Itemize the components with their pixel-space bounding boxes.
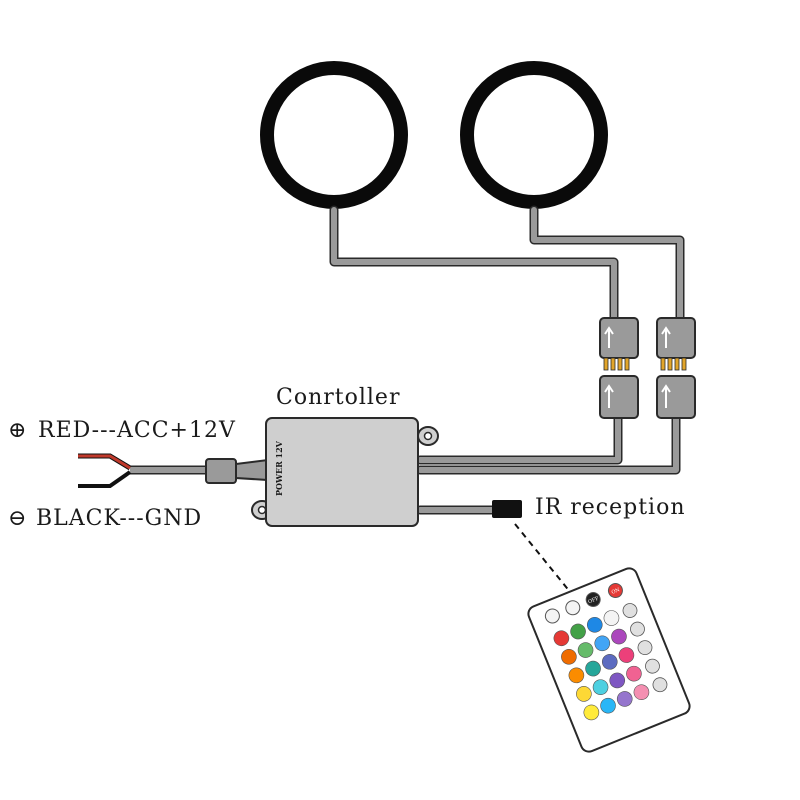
- ir-receiver: [492, 500, 522, 518]
- remote-color-button: [633, 684, 650, 700]
- ir-signal-line: [514, 523, 576, 599]
- power-rating-label: POWER 12V: [274, 440, 284, 496]
- remote-on-label: ON: [611, 587, 622, 596]
- led-ring-right: [460, 61, 608, 209]
- remote-color-button: [594, 635, 611, 652]
- remote-color-button: [568, 667, 585, 684]
- remote-color-button: [626, 665, 642, 682]
- remote-mode-button: [652, 677, 668, 693]
- remote-color-button: [577, 642, 594, 658]
- remote-color-button: [576, 686, 592, 702]
- remote-color-button: [601, 654, 618, 670]
- controller-box: [251, 417, 439, 527]
- remote-color-button: [616, 691, 633, 707]
- remote-button-grid: [553, 603, 668, 721]
- remote-color-button: [611, 628, 627, 645]
- remote-mode-button: [645, 658, 660, 674]
- remote-color-button: [561, 648, 577, 665]
- red-wire: [78, 453, 132, 471]
- remote-color-button: [600, 697, 616, 714]
- connector-right: [656, 317, 696, 419]
- remote-color-button: [585, 660, 601, 677]
- negative-symbol: ⊖: [8, 506, 27, 531]
- controller-cables: [415, 413, 681, 515]
- power-cable: [130, 458, 269, 484]
- black-wire: [78, 470, 132, 488]
- black-wire-label: BLACK---GND: [36, 506, 202, 531]
- controller-label: Conrtoller: [276, 385, 400, 410]
- remote-color-button: [570, 623, 586, 640]
- remote-color-button: [609, 672, 626, 689]
- remote-color-button: [553, 630, 570, 647]
- remote-color-button: [592, 679, 609, 695]
- led-ring-left: [260, 61, 408, 209]
- remote-color-button: [586, 616, 603, 633]
- red-wire-label: RED---ACC+12V: [38, 418, 236, 443]
- ring-cables: [329, 205, 685, 325]
- positive-symbol: ⊕: [8, 418, 27, 443]
- remote-color-button: [603, 610, 620, 626]
- remote-off-label: OFF: [587, 595, 600, 605]
- ir-reception-label: IR reception: [535, 495, 686, 520]
- remote-mode-button: [622, 603, 638, 618]
- remote-mode-button: [637, 640, 653, 656]
- remote-mode-button: [630, 621, 645, 637]
- remote-color-button: [583, 704, 600, 721]
- connector-left: [599, 317, 639, 419]
- remote-control: OFF ON: [527, 567, 691, 753]
- remote-color-button: [618, 647, 635, 663]
